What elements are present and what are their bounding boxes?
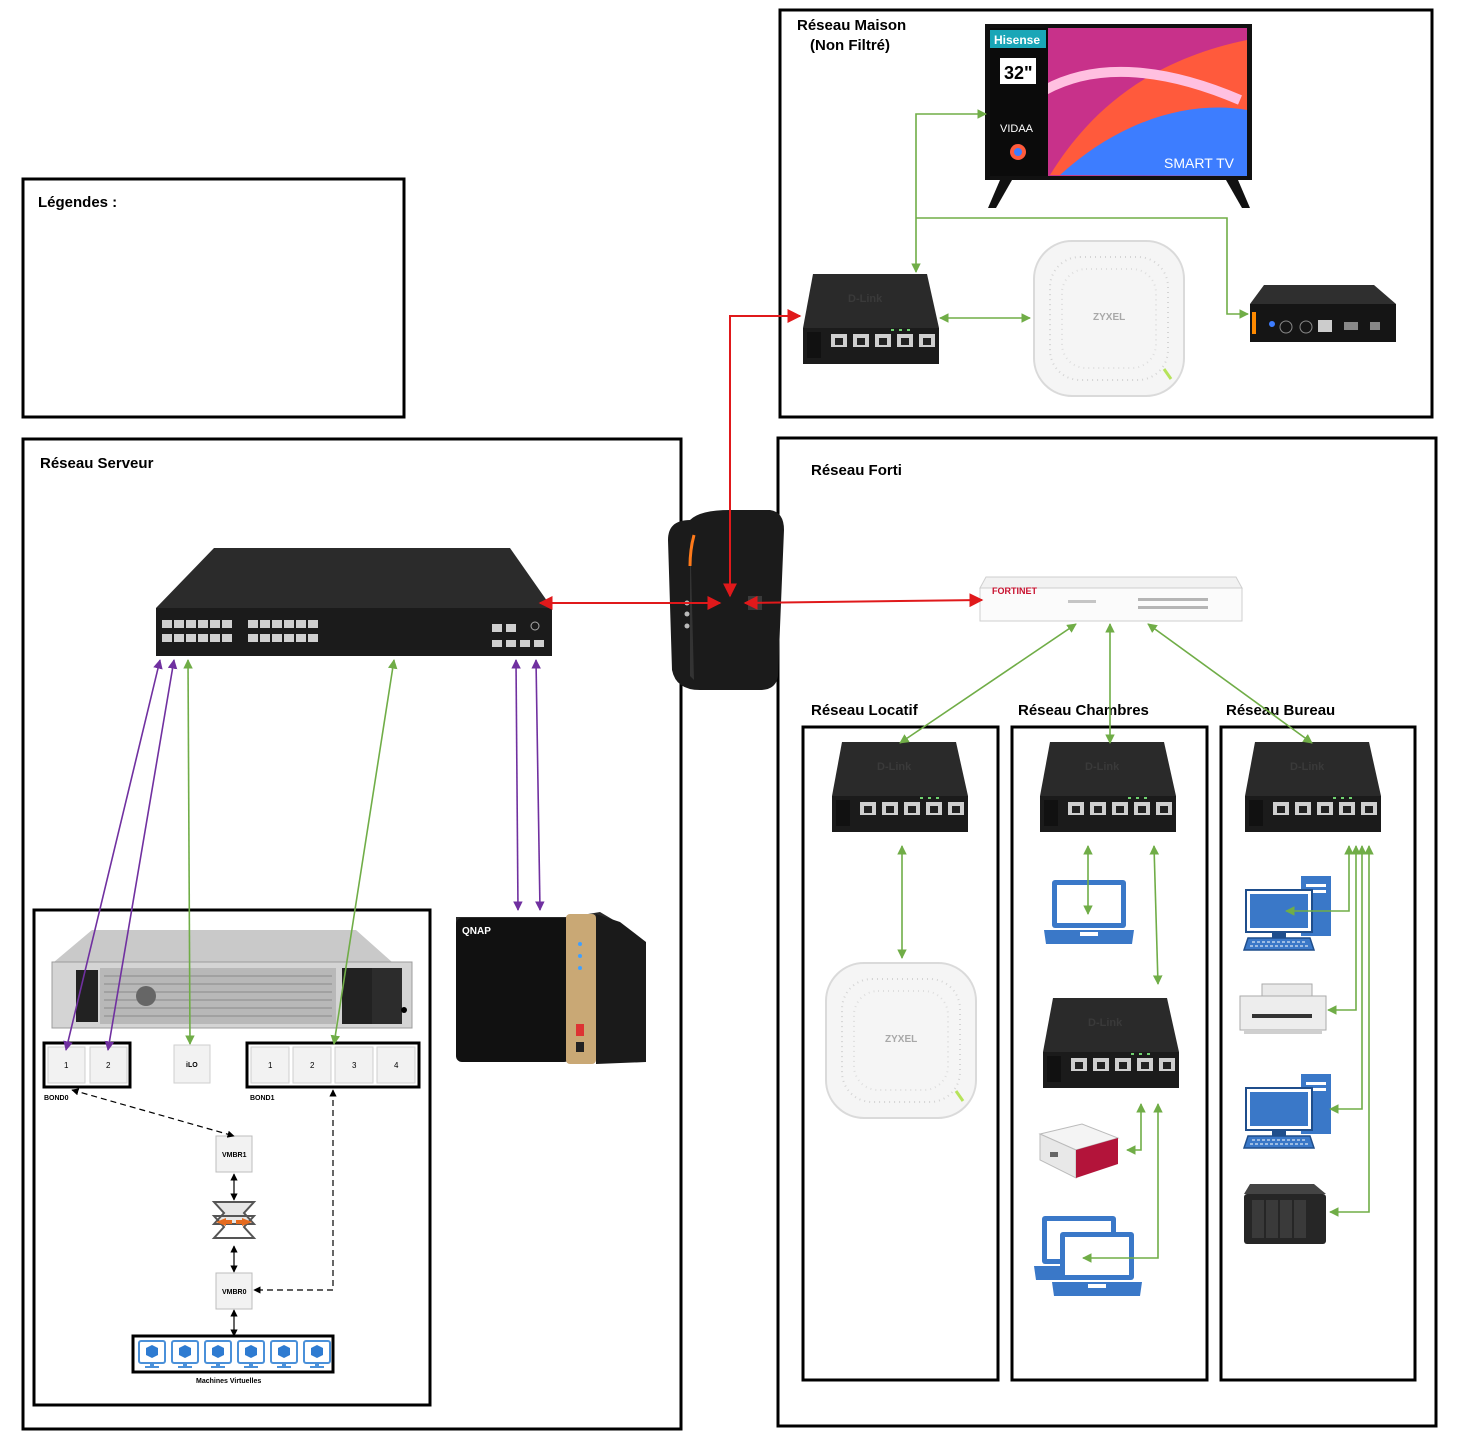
tv-box-device	[1250, 285, 1396, 342]
fortigate-brand: FORTINET	[992, 586, 1037, 596]
desktop-pc-bureau-1	[1243, 875, 1332, 951]
bond1-port-4: 4	[394, 1061, 399, 1070]
tv-os-label: VIDAA	[1000, 123, 1034, 135]
bond1-port-1: 1	[268, 1061, 273, 1070]
vmbr0-box	[215, 1272, 253, 1310]
virtual-machine-icon	[303, 1340, 331, 1369]
reseau-bureau-title: Réseau Bureau	[1226, 702, 1335, 719]
server-links	[63, 659, 545, 1051]
lan-links-maison	[911, 109, 1249, 323]
reseau-bureau-box	[1219, 725, 1417, 1382]
bond1-port-2-box	[292, 1046, 332, 1084]
dual-pc-icon	[1034, 1216, 1142, 1296]
reseau-forti-title: Réseau Forti	[811, 462, 902, 479]
switch-chambres	[1040, 742, 1176, 832]
reseau-locatif-title: Réseau Locatif	[811, 702, 919, 719]
bond0-port-2: 2	[106, 1061, 111, 1070]
switch-bureau-brand: D-Link	[1290, 761, 1325, 773]
reseau-forti-box	[776, 436, 1438, 1428]
logical-links	[71, 1088, 337, 1337]
smart-tv: Hisense 32" VIDAA SMART TV	[985, 24, 1252, 208]
vm-caption: Machines Virtuelles	[196, 1378, 261, 1385]
reseau-chambres-title: Réseau Chambres	[1018, 702, 1149, 719]
printer-icon	[1239, 983, 1327, 1034]
hp-server	[51, 930, 413, 1029]
switch-bureau	[1245, 742, 1381, 832]
switch-chambres-secondary-brand: D-Link	[1088, 1017, 1123, 1029]
virtual-machine-icon	[171, 1340, 199, 1369]
bond1-port-1-box	[250, 1046, 290, 1084]
tv-brand-label: Hisense	[994, 33, 1040, 47]
reseau-serveur-title: Réseau Serveur	[40, 455, 154, 472]
bond1-port-4-box	[376, 1046, 416, 1084]
proxmox-logo-icon	[211, 1201, 257, 1239]
switch-locatif	[832, 742, 968, 832]
reseau-maison-subtitle: (Non Filtré)	[810, 37, 890, 54]
vmbr1-box	[215, 1135, 253, 1173]
bond0-port-2-box	[89, 1046, 128, 1084]
fortigate-firewall: FORTINET	[979, 576, 1243, 622]
qnap-brand: QNAP	[462, 926, 491, 937]
switch-locatif-brand: D-Link	[877, 761, 912, 773]
reseau-maison-box	[778, 8, 1434, 419]
laptop-chambres	[1044, 880, 1134, 944]
access-point-locatif-brand: ZYXEL	[885, 1034, 917, 1045]
ilo-label: iLO	[186, 1062, 198, 1069]
tv-size-label: 32"	[1004, 63, 1033, 83]
raspberry-pi-icon	[1038, 1123, 1120, 1179]
legend-box	[21, 177, 406, 419]
wan-links	[538, 309, 984, 610]
switch-maison	[803, 274, 939, 364]
tv-smart-badge: SMART TV	[1164, 155, 1235, 171]
switch-maison-brand: D-Link	[848, 293, 883, 305]
vmbr0-label: VMBR0	[222, 1289, 247, 1296]
vm-row	[138, 1340, 331, 1369]
reseau-maison-title: Réseau Maison	[797, 17, 906, 34]
bond0-port-1-box	[47, 1046, 86, 1084]
isp-router	[668, 510, 784, 690]
legend-title: Légendes :	[38, 194, 117, 211]
virtual-machine-icon	[237, 1340, 265, 1369]
bond0-label: BOND0	[44, 1095, 69, 1102]
reseau-serveur-box	[21, 437, 683, 1431]
access-point-maison-brand: ZYXEL	[1093, 312, 1125, 323]
nas-bureau-icon	[1244, 1184, 1326, 1244]
vmbr1-label: VMBR1	[222, 1152, 247, 1159]
server-inner-box	[32, 908, 432, 1407]
desktop-pc-bureau-2	[1243, 1073, 1332, 1149]
bond1-label: BOND1	[250, 1095, 275, 1102]
virtual-machine-icon	[270, 1340, 298, 1369]
switch-chambres-secondary	[1043, 998, 1179, 1088]
bond1-port-2: 2	[310, 1061, 315, 1070]
bond1-port-3: 3	[352, 1061, 357, 1070]
virtual-machine-icon	[138, 1340, 166, 1369]
bond0-port-1: 1	[64, 1061, 69, 1070]
switch-chambres-brand: D-Link	[1085, 761, 1120, 773]
bond1-port-3-box	[334, 1046, 374, 1084]
core-switch	[156, 548, 552, 656]
qnap-nas: QNAP	[456, 912, 646, 1064]
virtual-machine-icon	[204, 1340, 232, 1369]
ilo-port-box	[173, 1044, 211, 1084]
lan-links-forti	[897, 623, 1374, 1263]
